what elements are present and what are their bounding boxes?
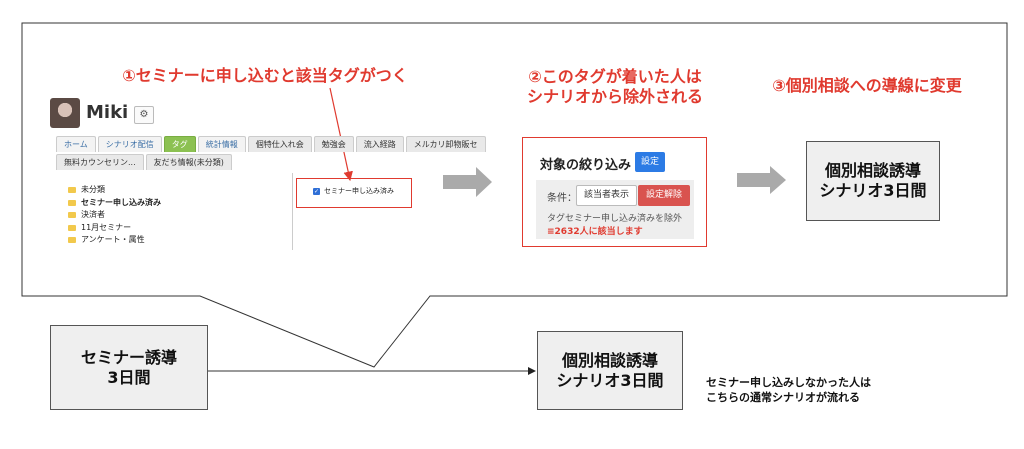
step3-title: ③個別相談への導線に変更 — [772, 76, 962, 95]
box-line-2: シナリオ3日間 — [556, 370, 664, 390]
flow-arrow-2 — [737, 166, 786, 194]
tabs-row-1: ホーム シナリオ配信 タグ 統計情報 個特仕入れ会 勉強会 流入経路 メルカリ卸… — [56, 136, 486, 152]
folder-icon — [68, 224, 76, 231]
box-line-2: シナリオ3日間 — [819, 181, 927, 200]
folder-icon — [68, 212, 76, 219]
exclusion-text: タグセミナー申し込み済みを除外 — [547, 214, 683, 224]
checkbox-checked-icon: ✓ — [313, 187, 320, 195]
tag-highlight-box — [296, 178, 412, 208]
seminar-scenario-box: セミナー誘導 3日間 — [50, 325, 208, 410]
note-line-1: セミナー申し込みしなかった人は — [706, 376, 871, 389]
folder-icon — [68, 237, 76, 244]
folder-label: 11月セミナー — [81, 222, 132, 232]
tab-tag[interactable]: タグ — [163, 136, 196, 152]
consult-scenario-box-bottom: 個別相談誘導 シナリオ3日間 — [537, 331, 683, 410]
username: Miki — [86, 102, 129, 123]
box-line-2: 3日間 — [107, 367, 151, 387]
annotation-arrow — [329, 87, 353, 182]
folder-label: 決済者 — [81, 210, 105, 219]
flow-arrow-1 — [443, 167, 492, 197]
tag-checkbox-label: セミナー申し込み済み — [324, 187, 394, 195]
setting-button[interactable]: 設定 — [635, 152, 666, 172]
tab-group-1[interactable]: 個特仕入れ会 — [247, 136, 312, 152]
folder-label: セミナー申し込み済み — [81, 197, 161, 207]
folder-icon — [68, 199, 76, 206]
folder-label: 未分類 — [81, 185, 105, 194]
note-line-2: こちらの通常シナリオが流れる — [706, 391, 860, 404]
tab-home[interactable]: ホーム — [56, 136, 96, 152]
gear-icon[interactable]: ⚙ — [134, 106, 154, 124]
clear-setting-button[interactable]: 設定解除 — [638, 185, 691, 206]
show-target-button[interactable]: 該当者表示 — [576, 185, 638, 206]
note-text: セミナー申し込みしなかった人は こちらの通常シナリオが流れる — [706, 375, 871, 405]
tab-group-4[interactable]: メルカリ卸物販セ — [405, 136, 486, 152]
tag-screenshot: Miki ⚙ ホーム シナリオ配信 タグ 統計情報 個特仕入れ会 勉強会 流入経… — [50, 98, 486, 250]
tab-scenario[interactable]: シナリオ配信 — [97, 136, 162, 152]
callout-outline — [21, 22, 1008, 368]
folder-item[interactable]: 未分類 — [68, 184, 161, 197]
tab-group-3[interactable]: 流入経路 — [355, 136, 404, 152]
step2-title-line1: ②このタグが着いた人は — [528, 67, 702, 86]
folder-icon — [68, 187, 76, 194]
box-line-1: セミナー誘導 — [80, 347, 177, 367]
folder-item[interactable]: 11月セミナー — [68, 222, 161, 235]
folder-list: 未分類 セミナー申し込み済み 決済者 11月セミナー アンケート・属性 — [68, 184, 161, 247]
box-line-1: 個別相談誘導 — [561, 350, 658, 370]
step1-title: ①セミナーに申し込むと該当タグがつく — [122, 66, 408, 85]
tabs-row-2: 無料カウンセリン... 友だち情報(未分類) — [56, 154, 232, 170]
tab-group-6[interactable]: 友だち情報(未分類) — [145, 154, 232, 170]
tag-checkbox[interactable]: ✓ セミナー申し込み済み — [313, 186, 394, 196]
step2-title: ②このタグが着いた人は シナリオから除外される — [510, 67, 720, 107]
box-line-1: 個別相談誘導 — [824, 161, 921, 180]
folder-item[interactable]: アンケート・属性 — [68, 234, 161, 247]
tab-stats[interactable]: 統計情報 — [197, 136, 246, 152]
folder-item[interactable]: セミナー申し込み済み — [68, 197, 161, 210]
panel-divider — [292, 173, 293, 250]
filter-title: 対象の絞り込み — [540, 158, 632, 173]
tab-group-5[interactable]: 無料カウンセリン... — [56, 154, 144, 170]
consult-scenario-box-top: 個別相談誘導 シナリオ3日間 — [806, 141, 940, 221]
avatar — [50, 98, 80, 128]
filter-highlight-box — [522, 137, 707, 247]
folder-item[interactable]: 決済者 — [68, 209, 161, 222]
count-text: ≡2632人に該当します — [547, 227, 643, 237]
folder-label: アンケート・属性 — [81, 235, 145, 244]
condition-label: 条件： — [547, 193, 577, 204]
step2-title-line2: シナリオから除外される — [526, 87, 703, 106]
tab-group-2[interactable]: 勉強会 — [313, 136, 354, 152]
